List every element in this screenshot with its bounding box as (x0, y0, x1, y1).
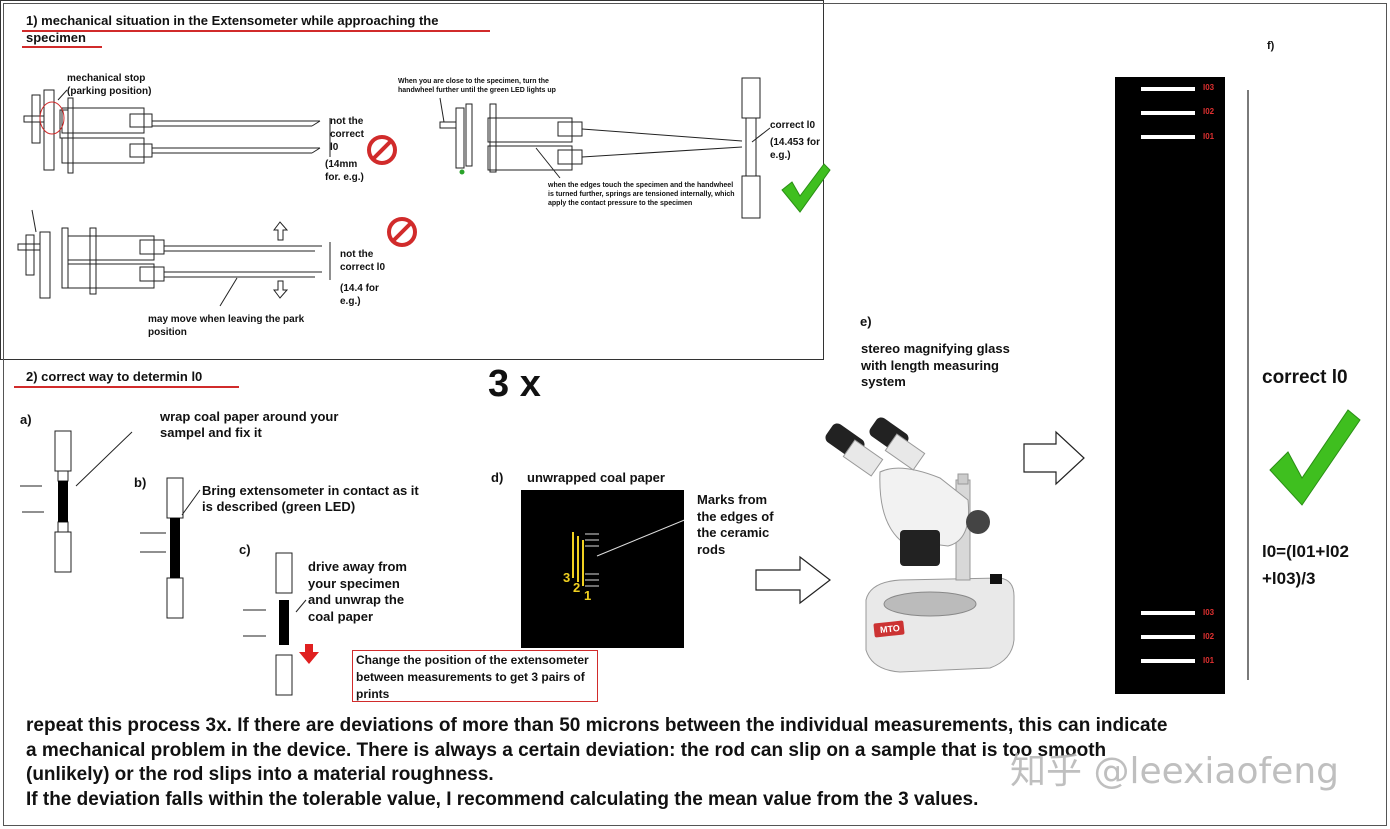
red-down-arrow-icon (299, 644, 319, 664)
scale-label: l03 (1203, 608, 1215, 617)
green-led-icon (459, 169, 465, 175)
edges-note: when the edges touch the specimen and th… (548, 182, 735, 207)
footer-text: repeat this process 3x. If there are dev… (26, 714, 1346, 812)
close-note: When you are close to the specimen, turn… (398, 78, 556, 94)
step-c-label: c) (239, 542, 251, 557)
coal-paper-a (58, 481, 68, 522)
wrong2-text: not the correct l0 (340, 249, 386, 273)
scale-tick (1141, 611, 1195, 615)
wrong2-value: (14.4 for e.g.) (340, 283, 379, 307)
footer-line: If the deviation falls within the tolera… (26, 788, 979, 810)
step-e-label: e) (860, 314, 872, 329)
coal-paper-b (170, 518, 180, 578)
prohibit-icon (367, 135, 417, 247)
marks-text: Marks from the edges of the ceramic rods (697, 492, 774, 557)
section1-title-line2: specimen (26, 30, 86, 45)
mto-logo: MTO (879, 622, 901, 636)
three-x: 3 x (488, 363, 541, 405)
section2-title: 2) correct way to determin l0 (26, 369, 203, 384)
scale-label: l01 (1203, 656, 1215, 665)
measurement-scale: l03 l02 l01 l03 l02 l01 (1115, 77, 1225, 694)
scale-label: l03 (1203, 83, 1215, 92)
step-a-label: a) (20, 412, 32, 427)
correct-l0-small: correct l0 (14.453 for e.g.) (770, 120, 821, 161)
arrow-right-icon (1023, 430, 1085, 486)
checkmark-icon (781, 163, 831, 213)
watermark: 知乎 @leexiaofeng (1010, 751, 1339, 792)
step-b-text: Bring extensometer in contact as it is d… (202, 483, 419, 514)
arrow-right-icon (755, 555, 831, 605)
change-position-note: Change the position of the extensometer … (352, 650, 598, 702)
scale-tick (1141, 111, 1195, 115)
coal-paper-title: unwrapped coal paper (527, 470, 665, 485)
step-c-text: drive away from your specimen and unwrap… (308, 559, 407, 624)
microscope-text: stereo magnifying glass with length meas… (861, 341, 1010, 389)
scale-tick (1141, 635, 1195, 639)
section1-title-line1: 1) mechanical situation in the Extensome… (26, 13, 439, 28)
scale-tick (1141, 135, 1195, 139)
unwrapped-coal-paper: 3 2 1 (521, 490, 684, 648)
scale-tick (1141, 659, 1195, 663)
stop-label-2: (parking position) (67, 86, 152, 97)
stop-label: mechanical stop (67, 73, 146, 84)
step-f-label: f) (1267, 40, 1275, 52)
scale-label: l01 (1203, 132, 1215, 141)
park-note: may move when leaving the park position (148, 314, 305, 338)
footer-line: a mechanical problem in the device. Ther… (26, 739, 1107, 761)
footer-line: (unlikely) or the rod slips into a mater… (26, 764, 494, 785)
title-underline-2 (22, 46, 102, 48)
correct-l0-big: correct l0 (1262, 367, 1348, 388)
formula: l0=(l01+l02 +l03)/3 (1262, 542, 1349, 588)
scale-tick (1141, 87, 1195, 91)
mark-number-3: 3 (563, 570, 571, 585)
step-d-label: d) (491, 470, 504, 485)
step-b-label: b) (134, 475, 147, 490)
mark-number-1: 1 (584, 588, 592, 603)
checkmark-icon (1269, 409, 1361, 506)
section2-underline (14, 386, 239, 388)
footer-line: repeat this process 3x. If there are dev… (26, 715, 1168, 736)
step-a-text: wrap coal paper around your sampel and f… (160, 409, 339, 440)
wrong1-value: (14mm for. e.g.) (325, 159, 364, 183)
mark-number-2: 2 (573, 580, 581, 595)
wrong1-text: not the correct l0 (330, 116, 364, 153)
scale-label: l02 (1203, 632, 1215, 641)
scale-label: l02 (1203, 107, 1215, 116)
coal-paper-c (279, 600, 289, 645)
title-underline (22, 30, 490, 32)
